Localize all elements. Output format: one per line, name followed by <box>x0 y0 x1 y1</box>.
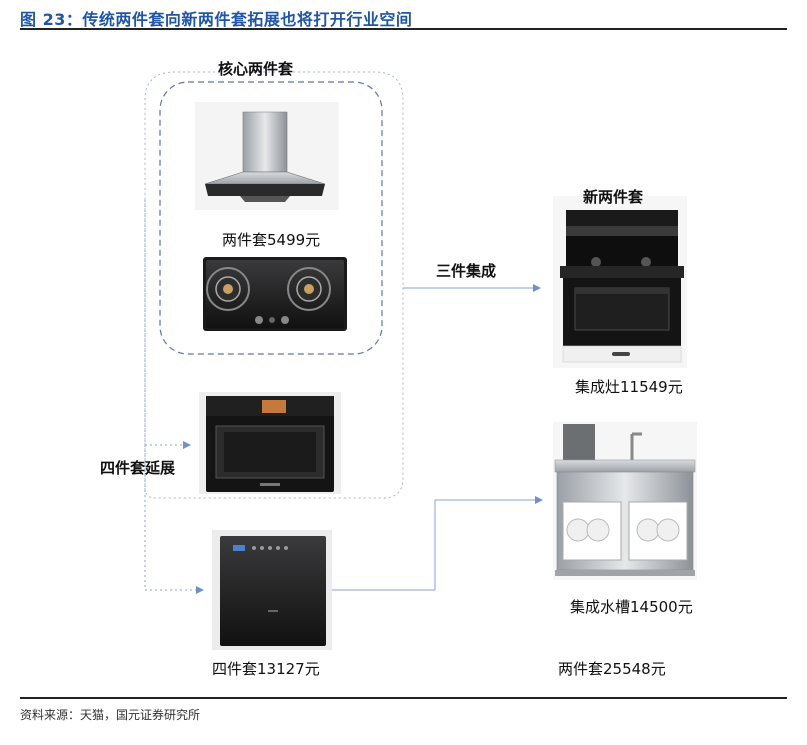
source-rule <box>20 697 787 699</box>
label-core-two-piece: 核心两件套 <box>218 60 294 78</box>
steam-oven-image <box>199 392 341 494</box>
integrated-sink-image <box>553 422 697 580</box>
label-integrated-sink-price: 集成水槽14500元 <box>570 598 693 616</box>
label-two-piece-price: 两件套5499元 <box>222 231 321 249</box>
label-integrated-stove-price: 集成灶11549元 <box>575 378 683 396</box>
figure-title: 图 23：传统两件套向新两件套拓展也将打开行业空间 <box>20 10 413 29</box>
label-four-piece-extension: 四件套延展 <box>100 459 176 477</box>
integrated-stove-image <box>553 196 687 368</box>
arrow-to-integrated-sink <box>332 496 543 591</box>
label-three-piece-integration: 三件集成 <box>436 262 497 280</box>
title-rule <box>20 28 787 30</box>
source-note: 资料来源：天猫，国元证券研究所 <box>20 708 201 722</box>
gas-cooktop-image <box>203 257 347 331</box>
label-new-two-piece: 新两件套 <box>583 188 644 206</box>
core-two-piece-box <box>159 81 383 355</box>
range-hood-image <box>195 102 339 210</box>
label-new-two-piece-price: 两件套25548元 <box>558 660 666 678</box>
dishwasher-image <box>212 530 332 650</box>
four-piece-boundary <box>144 71 404 499</box>
label-four-piece-price: 四件套13127元 <box>212 660 320 678</box>
